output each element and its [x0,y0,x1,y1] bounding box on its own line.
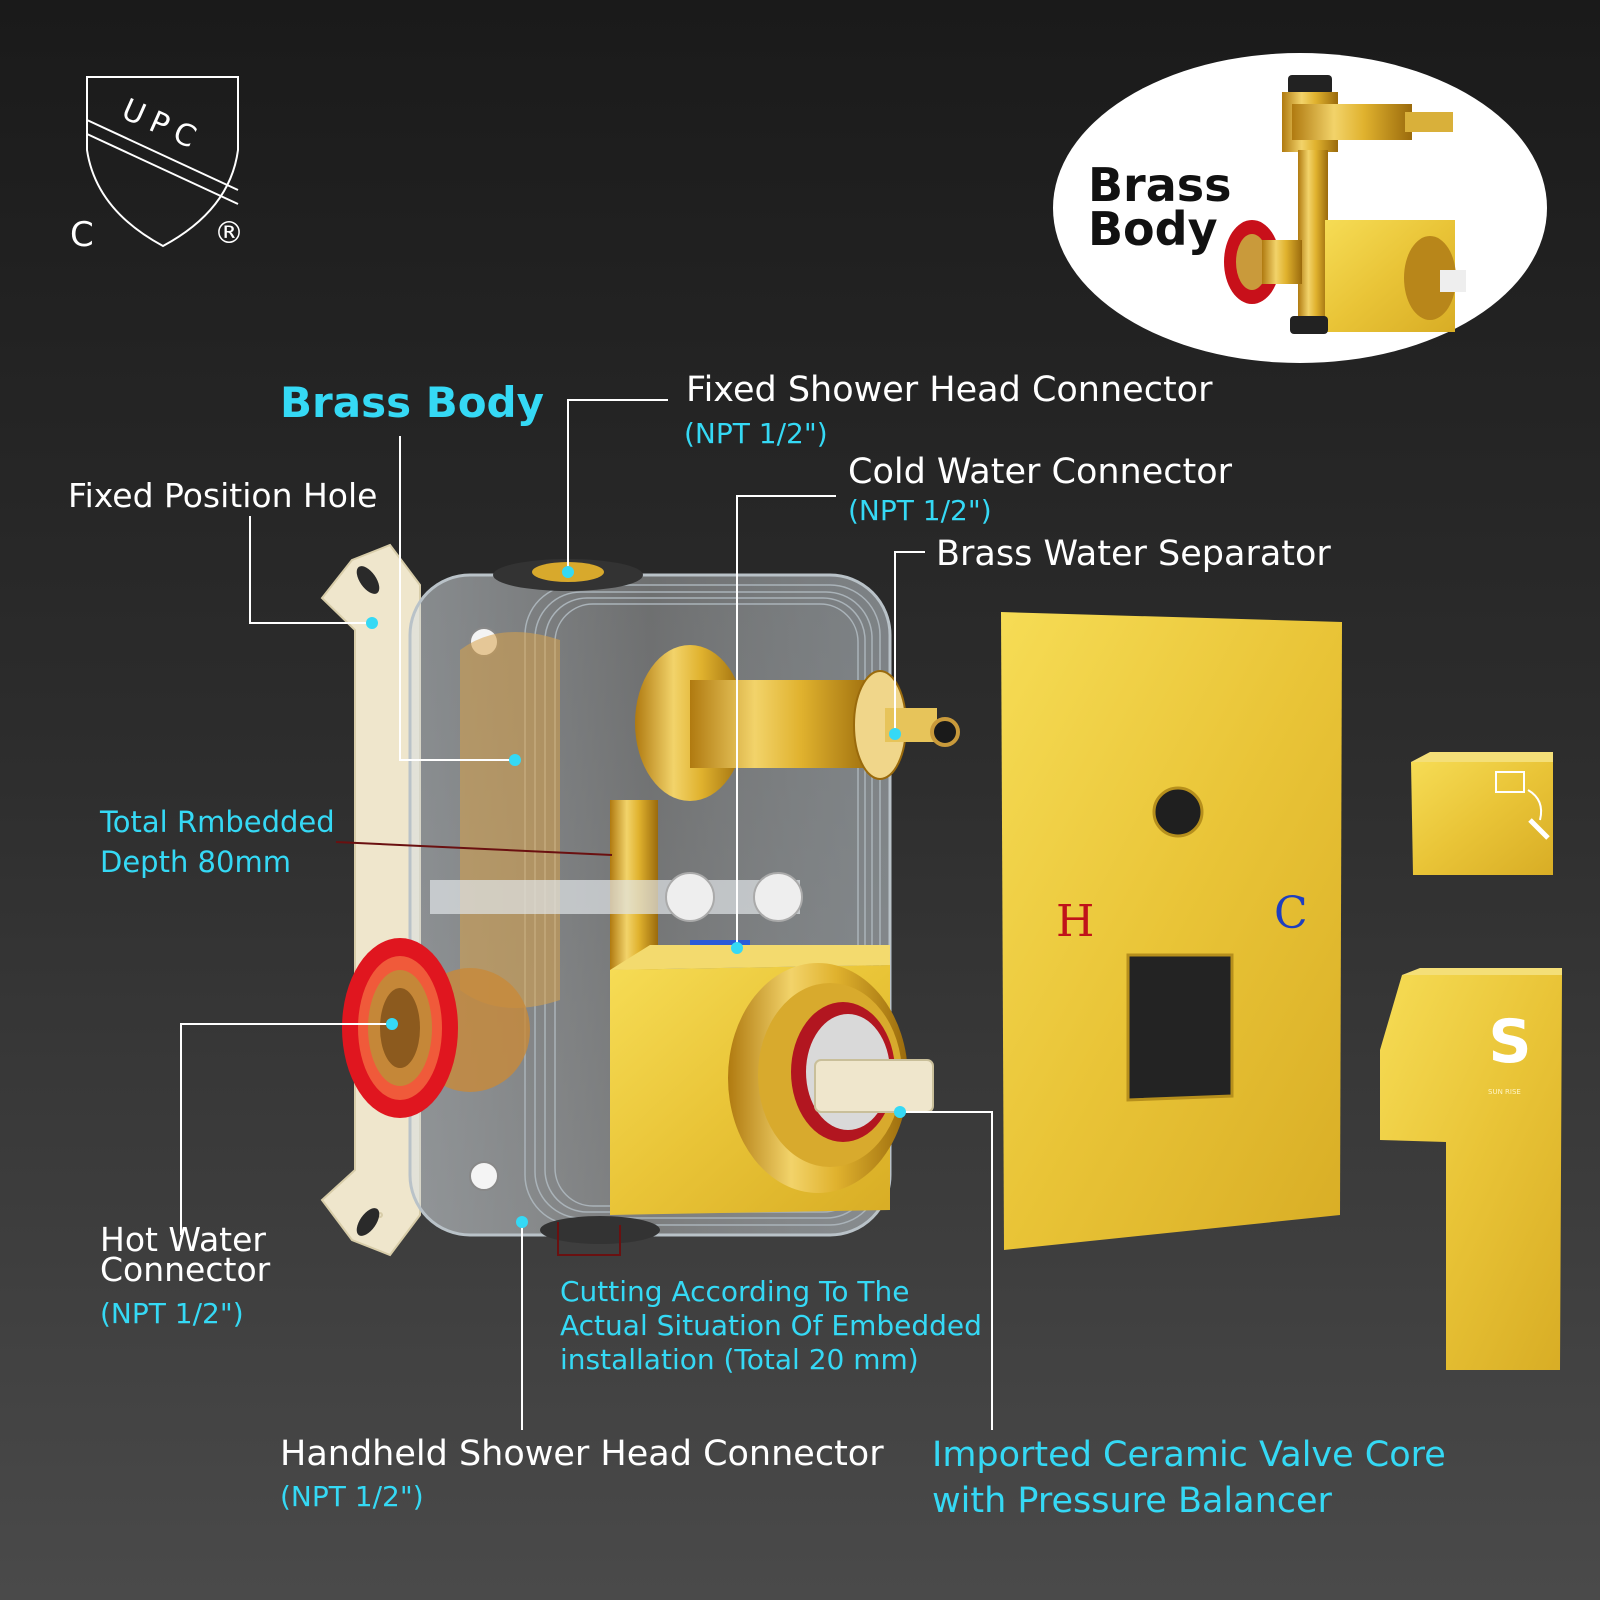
brass-body-inner [460,632,560,1008]
handheld-label: Handheld Shower Head Connector [280,1434,884,1474]
cutting-label: Cutting According To The Actual Situatio… [560,1275,982,1377]
shower-head-icon [1495,771,1525,793]
hot-line2: Connector [100,1250,271,1289]
cert-registered: ® [214,216,244,251]
valve-stem [814,1059,934,1113]
plate-cold-mark: C [1274,888,1308,939]
depth-line1: Total Rmbedded [100,805,335,839]
ceramic-line2: with Pressure Balancer [932,1481,1332,1521]
cert-left: C [70,215,94,255]
inset-valve-image [1224,75,1466,334]
lever-brand: SUN RISE [1488,1088,1521,1096]
ceramic-line1: Imported Ceramic Valve Core [932,1435,1446,1475]
fixed-hole-top [356,566,380,594]
depth-label: Total Rmbedded Depth 80mm [100,802,335,882]
arrow-icon [1527,789,1543,821]
plate-square-opening [1126,953,1234,1102]
fixed-shower-label: Fixed Shower Head Connector [686,370,1213,410]
brass-separator [635,645,960,801]
cold-water-npt: (NPT 1/2") [848,494,992,527]
cutting-line1: Cutting According To The [560,1275,910,1308]
separator-label: Brass Water Separator [936,534,1331,574]
mounting-bracket [320,543,421,1257]
fixed-position-hole-label: Fixed Position Hole [68,476,378,515]
valve-block [610,945,934,1215]
brass-body-label: Brass Body [280,378,544,427]
hot-line1: Hot Water [100,1220,266,1259]
handheld-icon [1528,818,1550,840]
inset-title-line1: Brass [1088,158,1232,212]
leader-lines [180,399,993,1430]
plate-hot-mark: H [1056,896,1095,947]
depth-line2: Depth 80mm [100,845,291,879]
brand-logo-icon: S [1488,1007,1531,1077]
handle-cap [1411,752,1553,875]
cutting-line2: Actual Situation Of Embedded [560,1309,982,1342]
fixed-hole-bottom [356,1208,380,1236]
ceramic-core-label: Imported Ceramic Valve Core with Pressur… [932,1432,1446,1524]
handheld-npt: (NPT 1/2") [280,1480,424,1513]
hot-water-label: Hot Water Connector [100,1220,271,1289]
trim-plate [1001,612,1342,1250]
hot-water-connector [342,938,530,1118]
inset-title: Brass Body [1088,158,1232,256]
cold-water-label: Cold Water Connector [848,452,1233,492]
cutting-line3: installation (Total 20 mm) [560,1343,919,1376]
fixed-shower-npt: (NPT 1/2") [684,417,828,450]
plate-hole [1152,786,1204,838]
lever-handle: S [1380,968,1562,1370]
upc-cert-icon [86,76,239,248]
callout-dots [366,566,906,1228]
hot-water-npt: (NPT 1/2") [100,1297,244,1330]
inset-title-line2: Body [1088,202,1218,256]
